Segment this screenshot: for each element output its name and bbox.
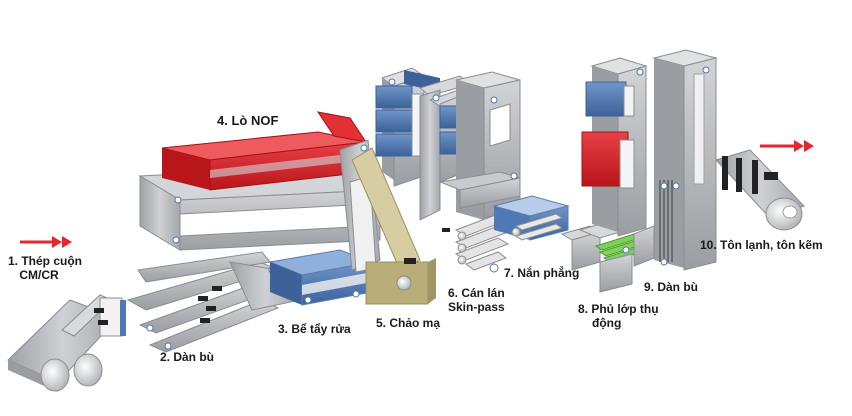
label-step-9: 9. Dàn bù [644,280,698,294]
label-step-7: 7. Nắn phẳng [504,266,579,280]
label-step-7-line-1: 7. Nắn phẳng [504,266,580,280]
exit-recoiler [715,149,805,231]
label-step-2-line-1: 2. Dàn bù [160,350,215,364]
label-step-1-line-2: CM/CR [19,268,59,282]
label-step-8: 8. Phủ lớp thụ động [578,302,659,330]
skin-pass-mill [438,71,521,273]
label-step-3-line-1: 3. Bể tẩy rửa [278,322,351,336]
tension-leveller [492,195,602,271]
label-step-1-line-1: 1. Thép cuộn [8,254,83,268]
cleaning-tank [268,249,374,306]
label-step-1: 1. Thép cuộn CM/CR [8,254,83,282]
label-step-6-line-1: 6. Cán lán [448,286,505,300]
label-step-5: 5. Chảo mạ [376,316,440,330]
zinc-pot [351,147,436,305]
label-step-2: 2. Dàn bù [160,350,214,364]
nof-furnace [138,111,382,273]
input-coil-unit [7,294,126,392]
label-step-9-line-1: 9. Dàn bù [644,280,699,294]
label-step-8-line-2: động [592,316,622,330]
label-step-4-line-1: 4. Lò NOF [217,113,279,128]
label-step-5-line-1: 5. Chảo mạ [376,316,441,330]
label-step-6: 6. Cán lán Skin-pass [448,286,505,314]
exit-accumulator [581,49,718,271]
label-step-6-line-2: Skin-pass [448,300,505,314]
input-arrow-icon [20,236,72,248]
label-step-3: 3. Bể tẩy rửa [278,322,351,336]
label-step-4: 4. Lò NOF [217,114,278,128]
output-arrow-icon [760,140,814,152]
label-step-10: 10. Tôn lạnh, tôn kẽm [700,238,823,252]
label-step-10-line-1: 10. Tôn lạnh, tôn kẽm [700,238,823,252]
label-step-8-line-1: 8. Phủ lớp thụ [578,302,659,316]
